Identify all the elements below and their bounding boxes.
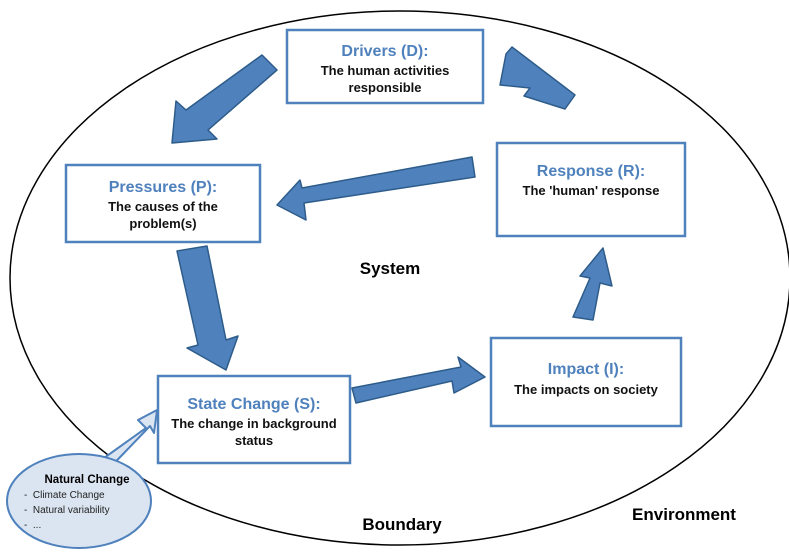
pressures-desc-line-2: problem(s) [129, 216, 196, 231]
drivers-desc-line-1: The human activities [321, 63, 450, 78]
drivers-box: Drivers (D): The human activities respon… [285, 28, 485, 105]
impact-desc-line-1: The impacts on society [514, 382, 659, 397]
pressures-title: Pressures (P): [109, 179, 218, 196]
state-change-desc-line-2: status [235, 433, 273, 448]
system-label: System [360, 259, 420, 278]
state-change-title: State Change (S): [187, 396, 320, 413]
boundary-label-backdrop [352, 510, 452, 538]
arrow-pressures-to-state [176, 245, 239, 371]
state-change-desc-line-1: The change in background [171, 416, 336, 431]
drivers-title: Drivers (D): [341, 43, 428, 60]
arrow-impact-to-response [572, 247, 613, 321]
environment-label: Environment [632, 505, 736, 524]
pressures-box: Pressures (P): The causes of the problem… [64, 163, 262, 244]
pressures-desc-line-1: The causes of the [108, 199, 218, 214]
arrow-drivers-to-pressures [171, 54, 278, 144]
natural-change-title: Natural Change [45, 474, 130, 486]
drivers-desc-line-2: responsible [349, 80, 422, 95]
arrow-response-to-drivers [499, 46, 576, 110]
impact-title: Impact (I): [548, 361, 624, 378]
natural-change-item: - ... [24, 520, 41, 531]
natural-change-item: - Natural variability [24, 505, 110, 516]
natural-change-item: - Climate Change [24, 490, 105, 501]
boundary-label: Boundary [362, 515, 442, 534]
response-title: Response (R): [537, 163, 645, 180]
state-change-box: State Change (S): The change in backgrou… [156, 374, 352, 465]
arrow-state-to-impact [351, 356, 486, 404]
response-desc-line-1: The 'human' response [523, 183, 660, 198]
impact-box: Impact (I): The impacts on society [489, 336, 683, 428]
arrow-response-to-pressures [276, 156, 476, 221]
response-box: Response (R): The 'human' response [495, 141, 687, 238]
natural-change-bubble: Natural Change - Climate Change - Natura… [6, 453, 152, 549]
